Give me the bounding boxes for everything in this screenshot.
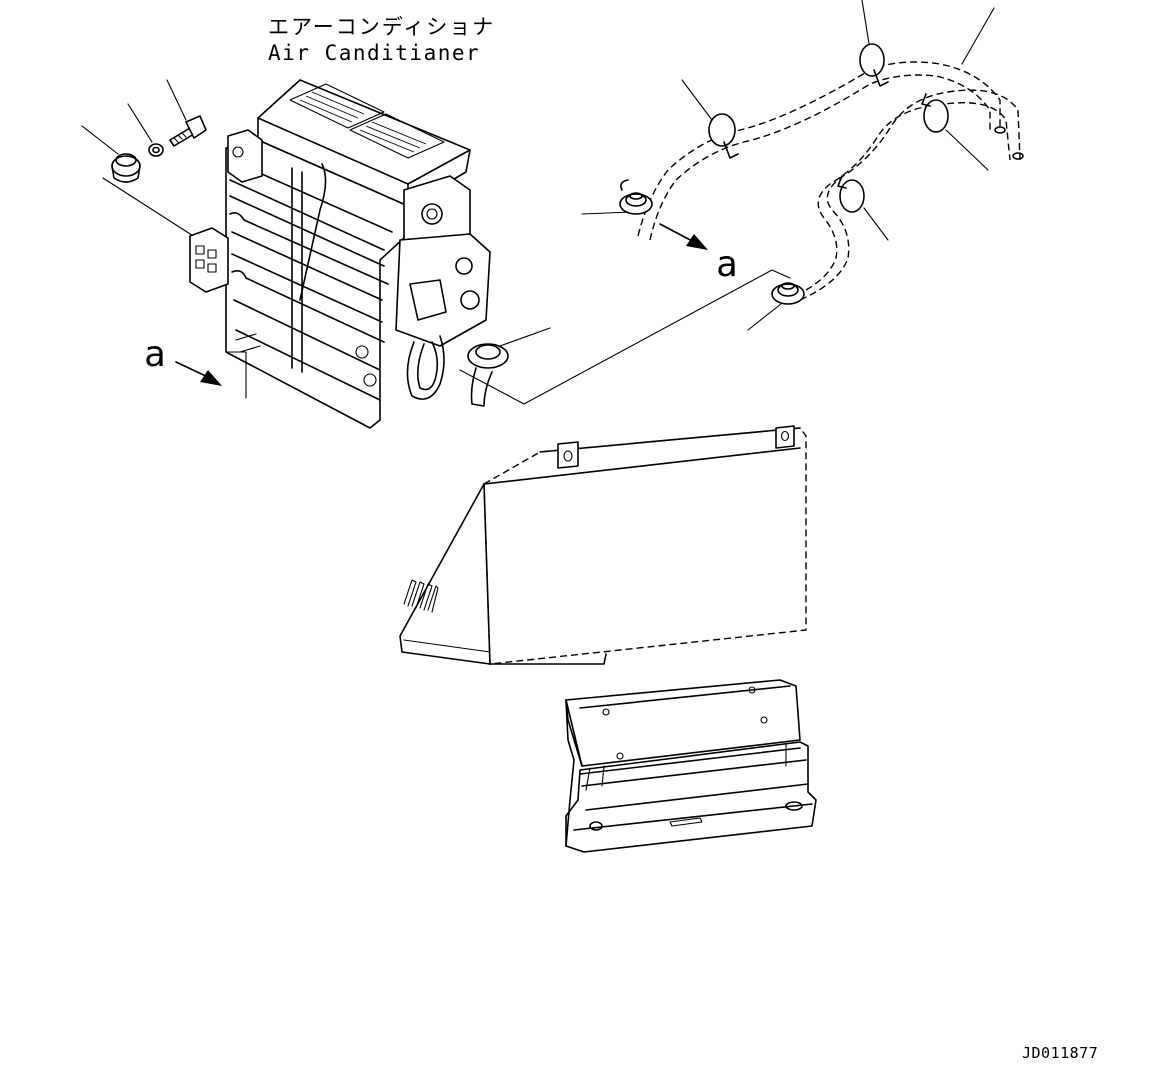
drawing-id: JD011877	[1022, 1044, 1098, 1062]
washer-part	[127, 103, 164, 157]
hose-clamp-2	[681, 79, 739, 159]
title-english: Air Canditianer	[268, 41, 480, 65]
air-conditioner-unit	[189, 79, 491, 429]
grommet-upper	[581, 179, 653, 215]
drain-grommet-unit	[467, 327, 551, 407]
mounting-box	[565, 679, 817, 853]
hose-clamp-3	[921, 93, 989, 171]
cover-panel	[399, 425, 807, 665]
connector-leader-line	[459, 269, 791, 405]
title-japanese: エアーコンディショナ	[268, 15, 495, 39]
grommet-lower	[747, 282, 805, 331]
hose-leader-top	[961, 7, 995, 65]
view-a-arrow-left	[175, 361, 222, 386]
view-a-bracket-left	[225, 351, 247, 399]
bushing-part	[81, 125, 141, 183]
hose-clamp-4	[837, 175, 889, 241]
bolt-part	[166, 79, 207, 147]
view-a-arrow-right	[659, 223, 708, 250]
hose-clamp-1	[859, 0, 889, 87]
view-a-label-right: a	[716, 244, 738, 285]
view-a-label-left: a	[144, 334, 166, 375]
drain-hose-assembly	[637, 61, 1024, 301]
